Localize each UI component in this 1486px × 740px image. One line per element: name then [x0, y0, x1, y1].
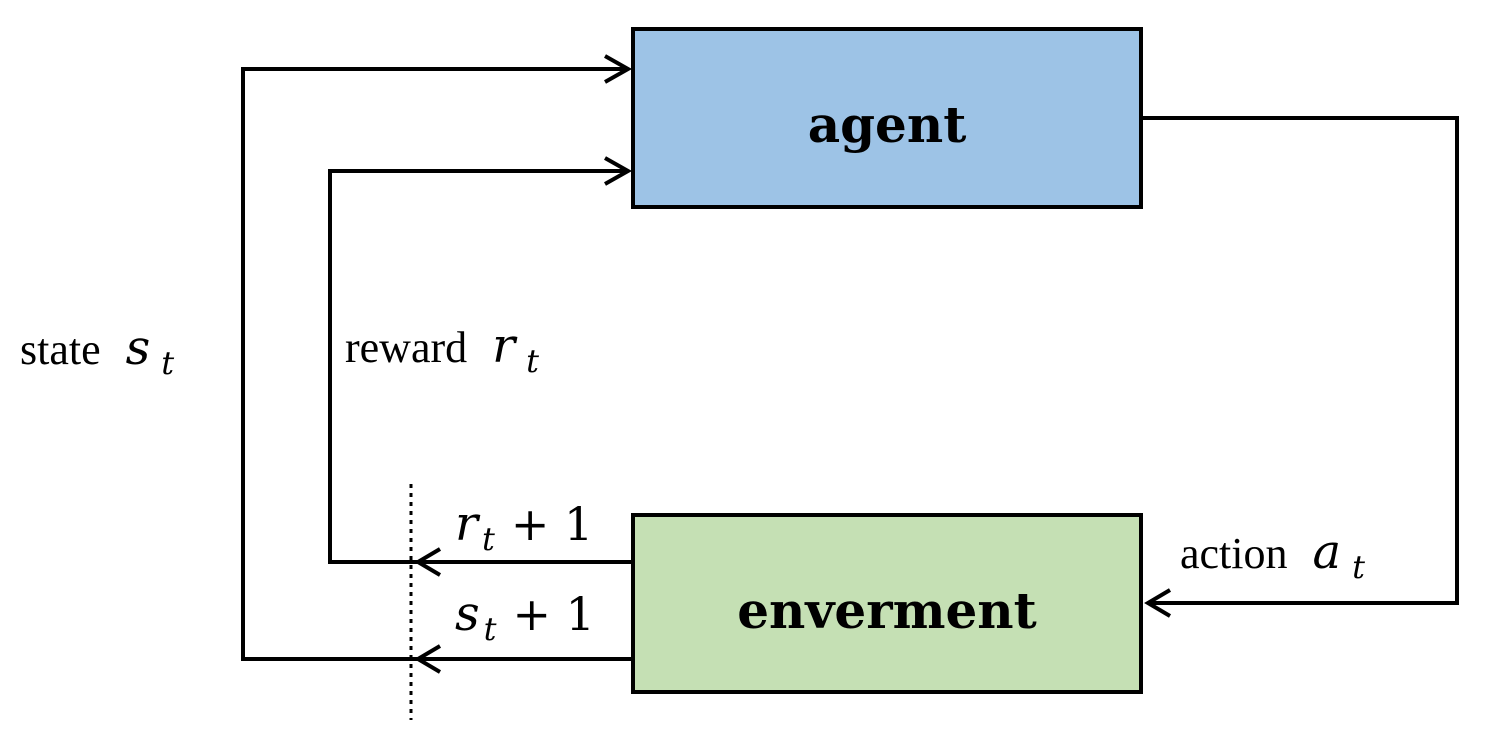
- environment-label: enverment: [737, 581, 1037, 640]
- agent-box: [631, 27, 1143, 209]
- agent-label: agent: [808, 95, 967, 154]
- action-line: [1141, 116, 1459, 605]
- action-arrowhead: [1144, 588, 1172, 618]
- state-label: state s t: [20, 320, 174, 382]
- environment-box: [631, 513, 1143, 694]
- next-reward-arrowhead: [414, 547, 442, 577]
- next-state-arrowhead: [414, 644, 442, 674]
- next-reward-label: r t + 1: [455, 496, 593, 558]
- next-state-label: s t + 1: [455, 586, 595, 648]
- action-label: action a t: [1180, 524, 1365, 586]
- reward-arrowhead: [604, 156, 633, 186]
- reward-line: [328, 169, 633, 564]
- state-line: [241, 67, 633, 661]
- state-arrowhead: [604, 54, 633, 84]
- reward-label: reward r t: [345, 318, 539, 380]
